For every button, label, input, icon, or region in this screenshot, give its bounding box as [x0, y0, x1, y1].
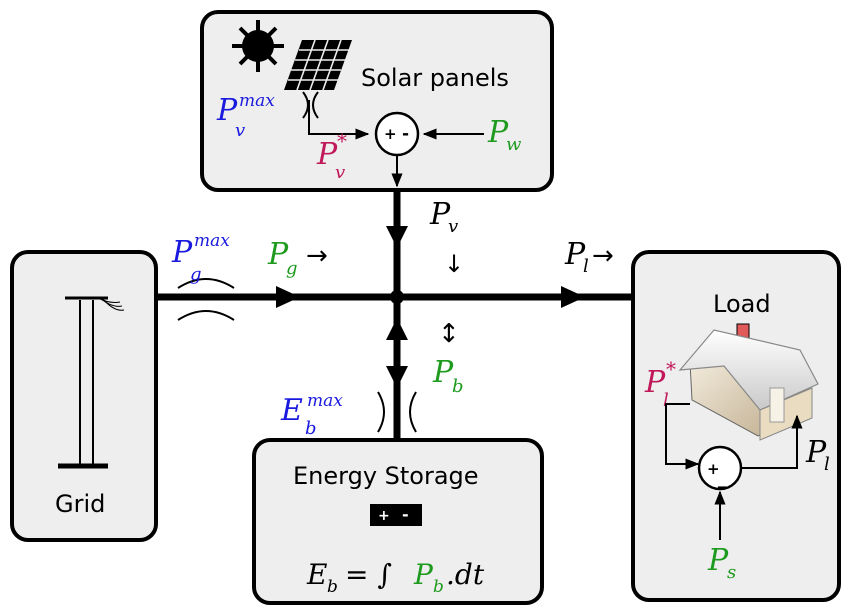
pw-label: P w: [487, 115, 522, 155]
arrowhead-grid-in: [276, 286, 300, 308]
pv-star-wire: [308, 100, 370, 140]
svg-text:l: l: [824, 454, 830, 475]
svg-text:l: l: [663, 390, 669, 411]
battery-icon: + -: [370, 504, 422, 526]
pv-flow-label: P v: [429, 197, 458, 237]
svg-text:g: g: [286, 258, 298, 279]
grid-box: [10, 250, 158, 542]
svg-text:_: _: [718, 469, 727, 489]
arrowhead-storage-down: [386, 366, 408, 388]
svg-text:v: v: [235, 120, 245, 141]
energy-equation: E b = ∫ P b .dt: [306, 558, 485, 597]
arrowhead-solar-down: [386, 226, 408, 248]
utility-pole-icon: [58, 296, 125, 469]
solar-panel-icon: [284, 39, 352, 91]
pg-flow-label: P g: [267, 237, 298, 279]
sun-icon: [232, 20, 284, 72]
svg-text:P: P: [707, 543, 729, 578]
svg-text:P: P: [171, 235, 193, 270]
eb-max-label: E b max: [280, 391, 343, 439]
pb-flow-label: P b: [432, 355, 464, 397]
load-box: [631, 250, 841, 602]
load-title: Load: [713, 290, 771, 318]
grid-limiter-icon: [177, 278, 235, 321]
svg-text:P: P: [564, 237, 586, 272]
svg-text:E: E: [280, 393, 303, 428]
svg-text:v: v: [335, 162, 345, 183]
pb-flow-arrow: ↕: [438, 319, 460, 349]
pg-max-label: P g max: [171, 231, 230, 285]
arrowhead-load-out: [561, 286, 585, 308]
svg-text:-: -: [402, 124, 409, 144]
pl-label: P l: [805, 435, 830, 475]
svg-text:P: P: [644, 365, 666, 400]
house-icon: [678, 323, 819, 441]
svg-text:max: max: [307, 391, 343, 411]
storage-title: Energy Storage: [293, 462, 479, 490]
svg-text:P: P: [316, 137, 338, 172]
pl-flow-label: P l: [564, 237, 589, 277]
grid-title: Grid: [55, 490, 105, 518]
svg-text:v: v: [448, 216, 458, 237]
svg-text:P: P: [413, 558, 434, 591]
bus-node: [390, 290, 404, 304]
svg-text:*: *: [337, 129, 347, 153]
svg-text:-: -: [402, 505, 409, 524]
pl-flow-arrow: →: [592, 241, 614, 271]
svg-text:P: P: [487, 115, 509, 150]
svg-text:b: b: [327, 577, 338, 597]
svg-text:P: P: [267, 237, 289, 272]
svg-text:g: g: [190, 264, 202, 285]
storage-limiter-icon: [377, 391, 417, 433]
ps-label: P s: [707, 543, 736, 583]
solar-title: Solar panels: [361, 64, 509, 92]
svg-text:max: max: [239, 91, 275, 111]
svg-text:b: b: [305, 418, 317, 439]
svg-text:b: b: [452, 376, 464, 397]
load-output-wire: [741, 414, 803, 469]
pv-flow-arrow: ↓: [444, 250, 464, 278]
svg-text:P: P: [429, 197, 451, 232]
svg-text:l: l: [583, 256, 589, 277]
svg-text:max: max: [194, 231, 230, 251]
svg-text:E: E: [306, 558, 327, 591]
svg-text:.dt: .dt: [446, 558, 485, 591]
svg-text:P: P: [432, 355, 454, 390]
pv-max-label: P v max: [216, 91, 275, 141]
pl-star-wire: [665, 403, 700, 470]
svg-text:= ∫: = ∫: [345, 558, 392, 591]
svg-text:+: +: [384, 125, 397, 143]
svg-text:s: s: [727, 562, 736, 583]
svg-text:*: *: [666, 357, 676, 381]
svg-text:+: +: [378, 508, 390, 524]
svg-text:+: +: [707, 460, 720, 478]
svg-text:w: w: [506, 134, 522, 155]
arrowhead-storage-up: [386, 318, 408, 340]
solar-sum-junction: + -: [374, 111, 420, 157]
pg-flow-arrow: →: [306, 241, 328, 271]
load-sum-junction: + _: [697, 445, 743, 491]
svg-text:P: P: [805, 435, 827, 470]
svg-text:b: b: [433, 577, 444, 597]
solar-panel-box: [200, 10, 554, 192]
pl-star-label: P l *: [644, 357, 676, 411]
pv-star-label: P v *: [316, 129, 347, 183]
svg-text:P: P: [216, 93, 238, 128]
